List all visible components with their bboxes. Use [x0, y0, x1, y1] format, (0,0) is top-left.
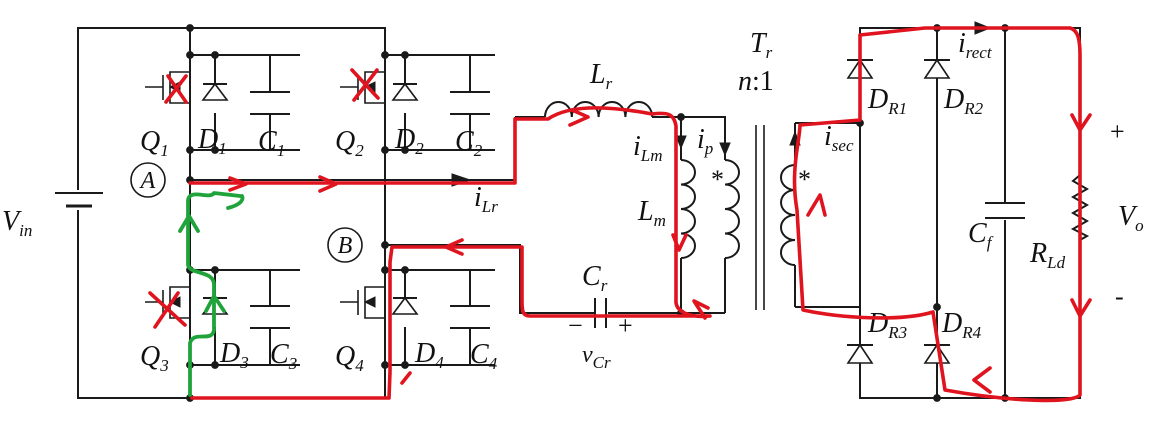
- label-d3: D3: [219, 338, 249, 372]
- label-dr2: DR2: [943, 84, 984, 118]
- label-c2: C2: [455, 126, 483, 160]
- label-turns-ratio: n:1: [738, 66, 774, 97]
- capacitor-c4: [450, 305, 490, 329]
- capacitor-cr: [594, 295, 608, 331]
- diode-dr3: [846, 343, 874, 364]
- label-cr: Cr: [582, 261, 608, 295]
- diode-d2: [391, 82, 419, 101]
- x-mark-q2: [350, 68, 380, 102]
- label-lm: Lm: [637, 196, 666, 230]
- label-cr-minus: −: [568, 311, 583, 340]
- x-mark-q3: [148, 291, 187, 329]
- label-q2: Q2: [335, 126, 364, 160]
- label-lr: Lr: [589, 59, 613, 93]
- label-dr4: DR4: [941, 308, 982, 342]
- diode-d1: [201, 82, 229, 101]
- diode-dr2: [923, 58, 951, 79]
- inductor-lm: [680, 159, 696, 259]
- capacitor-c1: [250, 91, 290, 115]
- label-d2: D2: [394, 124, 424, 158]
- current-arrows: [451, 21, 992, 187]
- label-d4: D4: [414, 338, 444, 372]
- label-isec: isec: [824, 121, 854, 155]
- label-d1: D1: [197, 124, 227, 158]
- mosfet-q4: [340, 286, 385, 319]
- capacitor-c3: [250, 305, 290, 329]
- red-current-path-annotation: [188, 26, 1092, 403]
- node-b-label: B: [338, 233, 353, 259]
- label-dot-primary: *: [711, 165, 724, 194]
- capacitor-cf: [985, 202, 1025, 220]
- label-irect: irect: [958, 28, 993, 62]
- arrow-ip: [719, 142, 731, 157]
- node-b: B: [327, 227, 363, 263]
- diode-d4: [391, 296, 419, 315]
- label-ilm: iLm: [633, 131, 663, 165]
- label-rld: RLd: [1029, 238, 1066, 272]
- label-dot-secondary: *: [798, 165, 811, 194]
- label-q3: Q3: [140, 341, 169, 375]
- label-dr1: DR1: [867, 84, 907, 118]
- label-cf: Cf: [968, 218, 994, 252]
- label-vcr: vCr: [582, 342, 611, 372]
- label-q4: Q4: [335, 341, 364, 375]
- label-tr: Tr: [750, 28, 773, 62]
- label-ip: ip: [697, 124, 713, 158]
- label-vo: Vo: [1118, 201, 1144, 235]
- dc-source: [50, 190, 110, 210]
- primary-winding: [724, 159, 740, 259]
- arrow-ilm: [675, 135, 687, 150]
- transformer-core: [755, 125, 765, 310]
- label-q1: Q1: [140, 126, 169, 160]
- inductor-lr: [544, 101, 654, 118]
- label-vo-minus: -: [1115, 282, 1124, 311]
- label-c4: C4: [470, 339, 498, 373]
- label-c1: C1: [258, 126, 285, 160]
- label-vo-plus: +: [1110, 117, 1125, 146]
- junction-dots: [186, 24, 1009, 402]
- off-switch-marks: [148, 68, 380, 329]
- labels: Vin Q1 Q2 Q3 Q4 D1 D2 D3 D4 C1 C2 C3 C4 …: [2, 28, 1144, 375]
- mosfet-q3: [145, 286, 190, 319]
- label-dr3: DR3: [867, 308, 907, 342]
- label-cr-plus: +: [618, 311, 633, 340]
- capacitor-c2: [450, 91, 490, 115]
- node-a-label: A: [139, 168, 156, 194]
- x-mark-q1: [164, 74, 188, 104]
- green-current-path-annotation: [178, 191, 245, 397]
- secondary-winding: [780, 164, 796, 266]
- label-vin: Vin: [2, 206, 32, 240]
- label-c3: C3: [270, 339, 297, 373]
- node-a: A: [130, 162, 166, 198]
- label-ilr: iLr: [474, 182, 498, 216]
